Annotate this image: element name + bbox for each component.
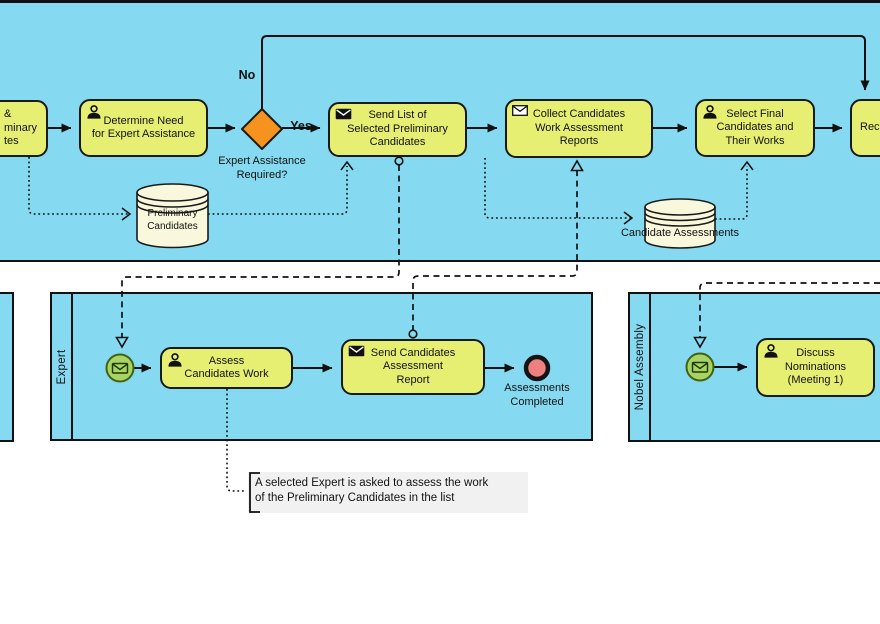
gateway-expert-assistance[interactable] <box>241 108 283 150</box>
task-collect-reports[interactable]: Collect Candidates Work Assessment Repor… <box>505 99 653 158</box>
send-message-icon <box>348 345 365 357</box>
flow-gateway-no[interactable] <box>261 35 870 110</box>
cylinder-top <box>644 206 716 216</box>
gateway-yes-label: Yes <box>290 119 312 133</box>
task-label: & minary tes <box>4 108 38 148</box>
user-icon <box>167 353 183 367</box>
data-association-arrowheads <box>121 160 754 225</box>
open-arrowhead <box>340 160 354 171</box>
task-label: Collect Candidates Work Assessment Repor… <box>532 108 626 148</box>
task-assess-work[interactable]: Assess Candidates Work <box>160 347 293 389</box>
pool-left-partial[interactable] <box>0 292 14 442</box>
open-arrowhead <box>693 336 707 349</box>
assoc-store-to-sendlist[interactable] <box>208 166 348 215</box>
task-partial-left[interactable]: & minary tes <box>0 100 48 157</box>
message-flow-ends <box>115 156 707 349</box>
store-preliminary-candidates[interactable] <box>136 183 209 249</box>
sequence-flows[interactable] <box>48 35 870 373</box>
task-label: Determine Need for Expert Assistance <box>91 114 196 141</box>
message-icon-flap <box>692 362 708 370</box>
open-arrowhead <box>570 159 584 172</box>
task-label: Rec <box>860 121 880 134</box>
message-icon <box>691 361 709 373</box>
cylinder-ring <box>136 204 209 214</box>
receive-message-icon <box>512 105 528 116</box>
start-event-nobel[interactable] <box>685 352 715 382</box>
message-flows[interactable] <box>121 165 880 337</box>
open-arrowhead <box>115 336 129 349</box>
task-send-list[interactable]: Send List of Selected Preliminary Candid… <box>328 102 467 157</box>
message-sendlist-to-expert[interactable] <box>121 165 400 337</box>
annotation-note[interactable]: A selected Expert is asked to assess the… <box>248 472 528 513</box>
user-icon <box>86 105 102 119</box>
event-circle <box>105 353 135 383</box>
cylinder-body <box>644 198 716 249</box>
assoc-assessments-to-select[interactable] <box>715 166 748 220</box>
open-arrowhead <box>623 211 634 225</box>
annotation-bracket <box>249 472 260 513</box>
task-discuss-nominations[interactable]: Discuss Nominations (Meeting 1) <box>756 338 875 397</box>
task-label: Send Candidates Assessment Report <box>370 346 456 386</box>
message-source-dot <box>394 156 404 166</box>
message-report-to-collect[interactable] <box>412 171 578 331</box>
send-message-icon <box>335 108 352 120</box>
cylinder-ring <box>136 198 209 208</box>
user-icon <box>702 105 718 119</box>
message-to-nobel-start[interactable] <box>699 282 880 337</box>
gateway-no-label: No <box>238 68 256 82</box>
assoc-assess-to-note[interactable] <box>226 389 246 492</box>
cylinder-ring <box>644 212 716 222</box>
open-arrowhead <box>740 160 754 171</box>
store-preliminary-label: Preliminary Candidates <box>147 208 198 232</box>
pool-expert[interactable]: Expert <box>50 292 593 441</box>
task-partial-right[interactable]: Rec <box>850 99 880 157</box>
lane-divider <box>71 294 73 439</box>
cylinder-top <box>136 192 209 202</box>
store-candidate-assessments[interactable] <box>644 198 716 249</box>
message-source-dot <box>408 329 418 339</box>
assoc-collect-to-assessments[interactable] <box>484 158 631 219</box>
end-event-label: Assessments Completed <box>504 382 570 408</box>
message-icon <box>111 362 129 374</box>
message-icon-flap <box>112 363 128 371</box>
task-label: Assess Candidates Work <box>184 354 269 381</box>
lane-divider <box>649 294 651 440</box>
gateway-question-label: Expert Assistance Required? <box>218 155 306 181</box>
event-circle <box>523 354 551 382</box>
task-label: Select Final Candidates and Their Works <box>716 107 794 147</box>
event-circle <box>685 352 715 382</box>
store-assessments-label: Candidate Assessments <box>620 227 739 239</box>
assoc-to-preliminary-store[interactable] <box>28 157 128 215</box>
cylinder-ring <box>644 217 716 227</box>
end-event-assessments-completed[interactable] <box>523 354 551 382</box>
task-label: Send List of Selected Preliminary Candid… <box>347 109 448 149</box>
user-icon <box>763 344 779 358</box>
task-label: Discuss Nominations (Meeting 1) <box>784 347 847 387</box>
task-select-final[interactable]: Select Final Candidates and Their Works <box>695 99 815 157</box>
data-associations[interactable] <box>28 157 748 492</box>
open-arrowhead <box>121 207 132 221</box>
task-send-report[interactable]: Send Candidates Assessment Report <box>341 339 485 395</box>
task-determine-need[interactable]: Determine Need for Expert Assistance <box>79 99 208 157</box>
start-event-expert[interactable] <box>105 353 135 383</box>
